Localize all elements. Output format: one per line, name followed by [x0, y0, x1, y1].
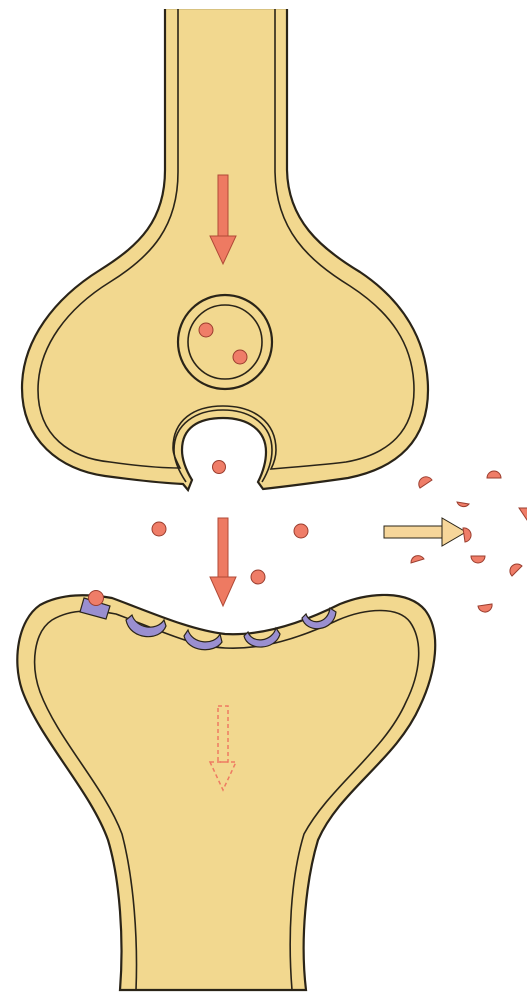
neurotransmitter-molecule [213, 461, 226, 474]
neurotransmitter-molecule [251, 570, 265, 584]
axon-open-end [160, 0, 295, 9]
bound-neurotransmitter [89, 591, 104, 606]
neurotransmitter-molecule [233, 350, 247, 364]
neurotransmitter-molecule [294, 524, 308, 538]
neurotransmitter-molecule [199, 323, 213, 337]
degraded-neurotransmitter-fragments [411, 471, 527, 612]
neurotransmitter-molecule [152, 522, 166, 536]
synaptic-vesicle [178, 295, 272, 389]
down-arrow-icon [210, 518, 236, 606]
synaptic-cleft [152, 471, 527, 612]
presynaptic-terminal [22, 0, 428, 490]
exocytosis-pocket [174, 410, 272, 482]
postsynaptic-membrane [17, 595, 435, 990]
right-arrow-icon [384, 518, 466, 546]
postsynaptic-terminal [17, 591, 435, 991]
